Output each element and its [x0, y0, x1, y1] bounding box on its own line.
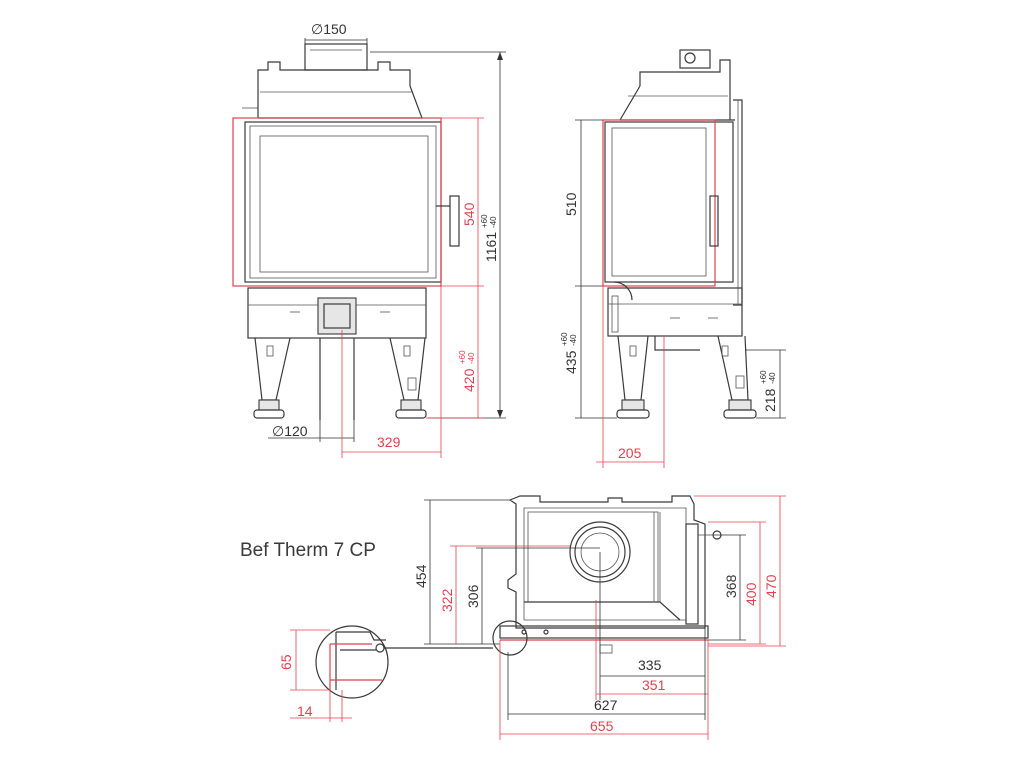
detail-view: 65 14 — [278, 625, 493, 722]
dim-top-depth-flue: 306 — [465, 584, 481, 608]
side-view: 510 435 +60 -40 218 +60 -40 205 — [560, 49, 786, 468]
dim-side-depth-offset: 205 — [618, 445, 642, 461]
dim-front-glass-height: 540 — [461, 202, 477, 226]
svg-text:-40: -40 — [489, 216, 498, 228]
svg-text:-40: -40 — [467, 352, 476, 364]
side-glass-outline — [602, 119, 716, 287]
front-glass-outline — [232, 117, 442, 287]
side-lower-body — [607, 287, 743, 337]
top-view: 454 322 306 368 400 — [413, 495, 786, 740]
svg-text:-40: -40 — [768, 372, 777, 384]
product-title: Bef Therm 7 CP — [240, 540, 376, 561]
dim-detail-width: 14 — [297, 703, 313, 719]
side-body — [604, 121, 734, 283]
top-view-shell — [507, 495, 706, 629]
dim-inlet-offset: 329 — [377, 434, 401, 450]
dim-side-inlet-height: 218 — [762, 388, 778, 412]
front-flue-collar — [304, 43, 368, 71]
dim-height-total: 1161 — [483, 232, 499, 262]
dim-side-base-height: 435 — [563, 350, 579, 374]
dim-top-depth-right-mid: 400 — [743, 582, 759, 606]
dim-flue-top: ∅150 — [311, 21, 347, 37]
front-door-frame — [244, 121, 442, 283]
door-handle — [449, 195, 460, 247]
dim-top-depth-glass: 322 — [439, 588, 455, 612]
svg-text:+60: +60 — [560, 332, 569, 346]
dim-top-glass-x: 351 — [642, 677, 666, 693]
svg-text:+60: +60 — [458, 350, 467, 364]
front-leg-right — [389, 337, 426, 401]
dim-top-depth-right-outer: 470 — [763, 574, 779, 598]
svg-text:+60: +60 — [759, 370, 768, 384]
side-flue-collar — [679, 49, 711, 69]
dim-top-width-body: 627 — [594, 697, 618, 713]
dim-front-base-height: 420 — [461, 368, 477, 392]
top-glass-front — [499, 625, 709, 639]
dim-top-width-total: 655 — [590, 718, 614, 734]
detail-circle — [315, 625, 389, 699]
dim-detail-height: 65 — [278, 654, 294, 670]
front-leg-left — [254, 337, 291, 401]
dim-top-depth-right-inner: 368 — [723, 574, 739, 598]
svg-text:+60: +60 — [480, 214, 489, 228]
dim-air-inlet: ∅120 — [272, 423, 308, 439]
dim-top-depth-total: 454 — [413, 564, 429, 588]
dim-side-glass-height: 510 — [563, 192, 579, 216]
svg-text:-40: -40 — [569, 334, 578, 346]
dim-top-flue-x: 335 — [638, 657, 662, 673]
front-lower-body — [247, 287, 427, 339]
front-view: ∅150 1161 +60 -40 540 420 +60 -40 — [232, 21, 506, 458]
front-glass — [259, 135, 429, 273]
